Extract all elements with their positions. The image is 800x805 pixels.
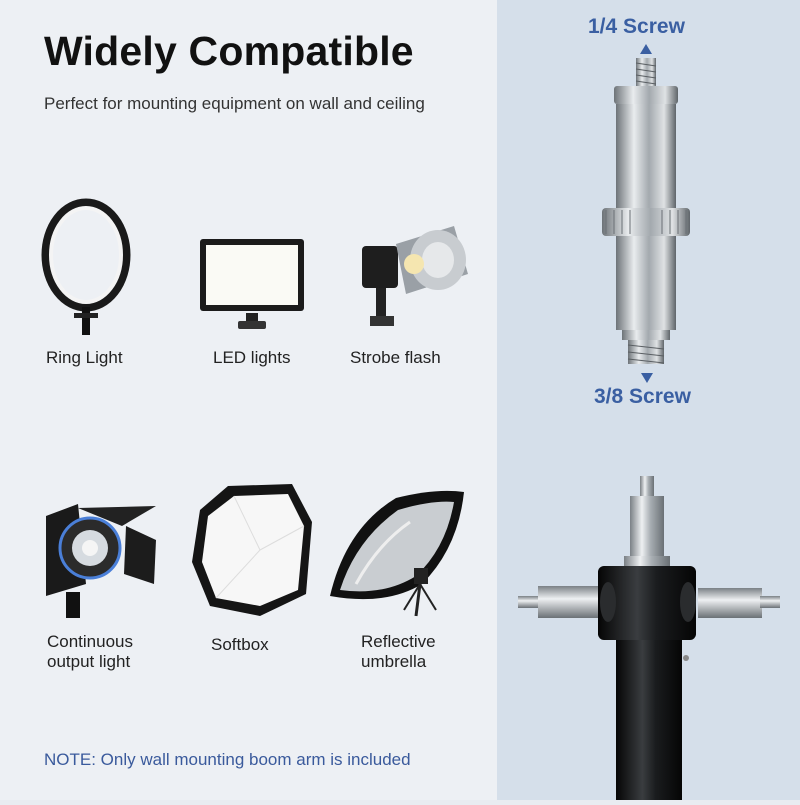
label-line-2: umbrella: [361, 652, 427, 671]
strobe-flash-icon: [356, 218, 486, 348]
boom-mount-image: [512, 470, 797, 805]
label-ring-light: Ring Light: [46, 348, 123, 367]
umbrella-icon: [326, 488, 464, 618]
arrow-up-icon: [640, 44, 652, 54]
page-subtitle: Perfect for mounting equipment on wall a…: [44, 94, 425, 113]
spigot-adapter-image: [592, 58, 702, 373]
continuous-light-icon: [38, 500, 168, 630]
label-reflective-umbrella: Reflective umbrella: [361, 632, 436, 672]
label-strobe-flash: Strobe flash: [350, 348, 441, 367]
ring-light-icon: [22, 195, 152, 335]
top-screw-label: 1/4 Screw: [588, 15, 685, 38]
label-line-1: Reflective: [361, 632, 436, 651]
label-line-1: Continuous: [47, 632, 134, 651]
label-continuous-output-light: Continuous output light: [47, 632, 133, 672]
label-softbox: Softbox: [211, 635, 269, 654]
bottom-screw-label: 3/8 Screw: [594, 385, 691, 408]
left-panel: [0, 0, 497, 800]
arrow-down-icon: [641, 373, 653, 383]
led-panel-icon: [198, 235, 328, 365]
label-line-2: output light: [47, 652, 131, 671]
softbox-icon: [188, 482, 318, 616]
page-title: Widely Compatible: [44, 28, 414, 74]
label-led-lights: LED lights: [213, 348, 291, 367]
note-text: NOTE: Only wall mounting boom arm is inc…: [44, 750, 411, 769]
